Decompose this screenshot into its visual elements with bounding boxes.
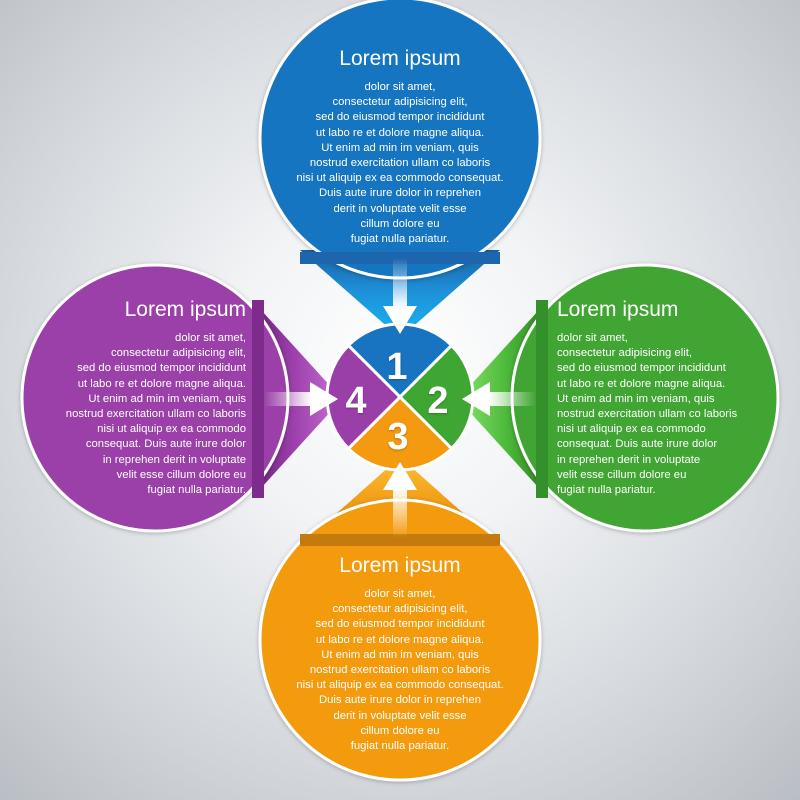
- panel-green: Lorem ipsum dolor sit amet, consectetur …: [557, 298, 767, 498]
- arrow-down-icon: [383, 258, 417, 334]
- step-number-1: 1: [386, 346, 408, 388]
- center-hub: [325, 322, 475, 472]
- panel-orange: Lorem ipsum dolor sit amet, consectetur …: [270, 554, 530, 754]
- funnel-band-purple: [252, 300, 264, 498]
- arrow-right-icon: [264, 382, 338, 416]
- panel-body: dolor sit amet, consectetur adipisicing …: [557, 332, 738, 497]
- panel-body: dolor sit amet, consectetur adipisicing …: [296, 588, 504, 753]
- panel-title: Lorem ipsum: [339, 554, 461, 577]
- panel-body: dolor sit amet, consectetur adipisicing …: [65, 332, 246, 497]
- panel-purple: Lorem ipsum dolor sit amet, consectetur …: [46, 298, 246, 498]
- funnel-band-orange: [300, 534, 500, 546]
- panel-title: Lorem ipsum: [339, 47, 461, 70]
- panel-blue: Lorem ipsum dolor sit amet, consectetur …: [270, 47, 530, 247]
- arrow-left-icon: [462, 382, 536, 416]
- step-number-2: 2: [427, 380, 449, 422]
- funnel-band-green: [536, 300, 548, 498]
- arrow-up-icon: [383, 462, 417, 538]
- panel-title: Lorem ipsum: [557, 298, 679, 321]
- panel-title: Lorem ipsum: [124, 298, 246, 321]
- panel-body: dolor sit amet, consectetur adipisicing …: [296, 81, 504, 246]
- step-number-4: 4: [345, 380, 367, 422]
- step-number-3: 3: [387, 416, 409, 458]
